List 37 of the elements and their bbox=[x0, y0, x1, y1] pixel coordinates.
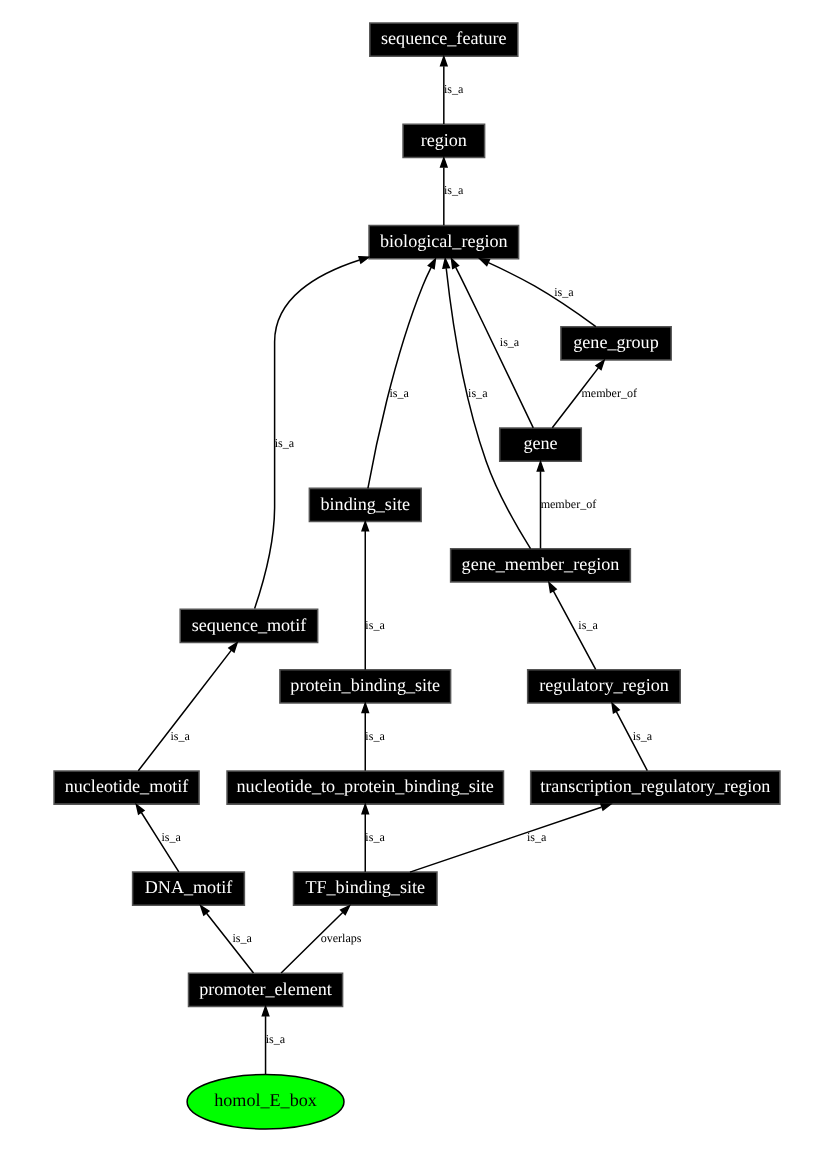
arrow bbox=[551, 358, 606, 429]
arrow bbox=[253, 256, 371, 610]
node-box: regulatory_region bbox=[526, 668, 681, 704]
node-box: DNA_motif bbox=[131, 871, 246, 907]
arrow bbox=[439, 155, 449, 226]
arrow bbox=[442, 256, 532, 550]
node-box: nucleotide_motif bbox=[53, 770, 200, 805]
arrow bbox=[135, 802, 180, 873]
node-box: gene bbox=[498, 427, 583, 462]
arrow bbox=[536, 459, 545, 550]
arrow bbox=[361, 701, 370, 772]
node-box: binding_site bbox=[308, 487, 422, 523]
node-box: gene_member_region bbox=[449, 548, 632, 583]
arrow bbox=[361, 802, 370, 873]
arrow bbox=[367, 257, 437, 490]
arrow bbox=[450, 256, 535, 429]
arrow bbox=[280, 904, 352, 974]
node-box: region bbox=[402, 123, 486, 159]
node-box: biological_region bbox=[368, 224, 520, 260]
arrow bbox=[439, 54, 449, 125]
arrow bbox=[409, 803, 613, 873]
node-box: protein_binding_site bbox=[279, 668, 452, 704]
arrow bbox=[611, 701, 649, 772]
arrow bbox=[361, 519, 370, 671]
node-box: nucleotide_to_protein_binding_site bbox=[226, 770, 505, 805]
node-box: transcription_regulatory_region bbox=[529, 770, 781, 805]
node-box: promoter_element bbox=[187, 972, 344, 1008]
arrow bbox=[477, 257, 597, 328]
node-box: sequence_motif bbox=[179, 608, 319, 644]
node-box: gene_group bbox=[560, 325, 672, 361]
node-box: sequence_feature bbox=[369, 22, 519, 58]
arrow bbox=[261, 1004, 270, 1076]
arrow bbox=[199, 904, 255, 974]
arrow bbox=[137, 640, 239, 772]
node-box: TF_binding_site bbox=[292, 871, 438, 907]
node-ellipse: homol_E_box bbox=[186, 1073, 345, 1130]
arrow bbox=[547, 580, 597, 671]
